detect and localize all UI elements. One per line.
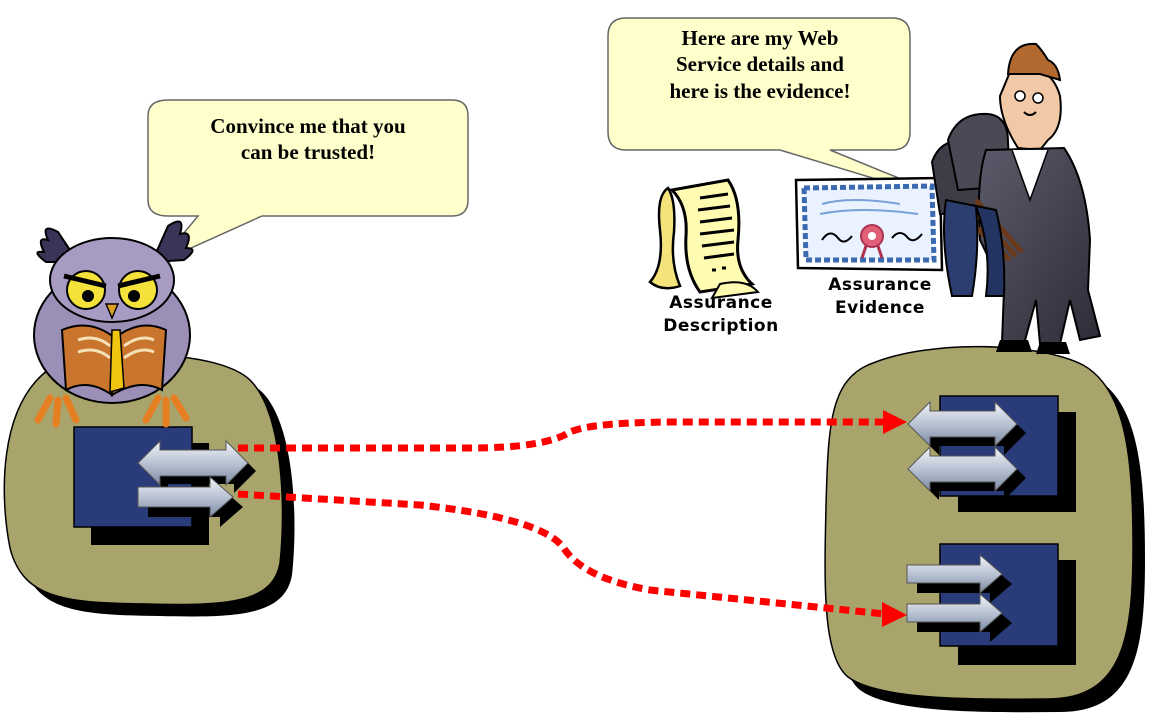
assurance-evidence-line-2: Evidence bbox=[835, 297, 925, 318]
provider-bubble-text: Here are my Web Service details and here… bbox=[612, 25, 908, 104]
consumer-bubble-line-2: can be trusted! bbox=[240, 140, 376, 165]
provider-bidirectional-arrow-1 bbox=[907, 400, 1026, 455]
assurance-description-line-1: Assurance bbox=[669, 293, 773, 313]
consumer-service-block bbox=[73, 426, 209, 545]
certificate-icon bbox=[794, 176, 944, 272]
provider-bubble-line-3: here is the evidence! bbox=[669, 78, 851, 103]
provider-incoming-arrow-1 bbox=[906, 553, 1012, 603]
consumer-bubble-line-1: Convince me that you bbox=[210, 114, 406, 138]
assurance-description-label: Assurance Description bbox=[646, 292, 796, 338]
assurance-description-line-2: Description bbox=[663, 315, 779, 336]
provider-bubble-line-1: Here are my Web bbox=[681, 26, 839, 50]
consumer-outgoing-arrow bbox=[137, 475, 243, 527]
owl-reading-icon bbox=[33, 220, 194, 428]
assurance-evidence-label: Assurance Evidence bbox=[810, 274, 950, 320]
assurance-evidence-line-1: Assurance bbox=[828, 275, 932, 295]
consumer-bidirectional-arrow bbox=[137, 439, 256, 493]
provider-incoming-arrow-2 bbox=[906, 592, 1012, 642]
scroll-document-icon bbox=[648, 178, 760, 300]
consumer-speech-bubble bbox=[147, 99, 469, 263]
consumer-bubble-text: Convince me that you can be trusted! bbox=[150, 113, 466, 166]
businessman-icon bbox=[930, 42, 1102, 354]
connection-upper bbox=[238, 410, 907, 452]
provider-bubble-line-2: Service details and bbox=[676, 52, 844, 77]
provider-bidirectional-arrow-2 bbox=[907, 445, 1026, 500]
connection-lower bbox=[237, 490, 907, 627]
